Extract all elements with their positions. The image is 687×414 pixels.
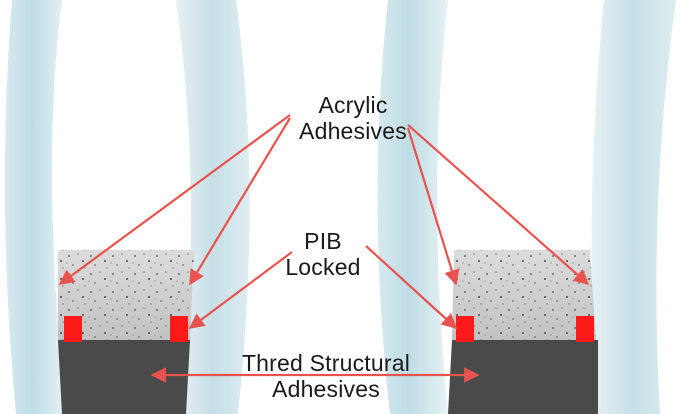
structural-label-line1: Thred Structural	[241, 350, 411, 376]
acrylic-adhesive-arrow	[189, 117, 291, 286]
glass-pane-4	[591, 0, 676, 414]
annotation-arrows	[58, 114, 590, 383]
left-edge-seal	[58, 250, 194, 414]
acrylic-adhesive-arrow	[407, 124, 590, 286]
acrylic-label-line1: Acrylic	[318, 92, 388, 118]
acrylic-label-line2: Adhesives	[299, 118, 407, 144]
structural-adhesives-label: Thred Structural Adhesives	[210, 350, 442, 402]
pib-arrow	[188, 251, 293, 329]
glass-pane-1	[4, 0, 66, 414]
pib-sealant-right	[170, 316, 188, 342]
glass-pane-3	[377, 0, 448, 414]
structural-label-line2: Adhesives	[272, 376, 380, 402]
pib-arrow	[365, 245, 458, 330]
acrylic-adhesives-label: Acrylic Adhesives	[278, 92, 428, 144]
pib-sealant-right	[576, 316, 594, 342]
structural-sealant	[448, 340, 598, 414]
spacer-speckle	[58, 250, 194, 340]
acrylic-adhesive-arrow	[406, 127, 460, 286]
glass-pane-2	[176, 0, 250, 414]
pib-label-line1: PIB	[304, 228, 342, 254]
pib-label-line2: Locked	[285, 254, 361, 280]
pib-sealant-left	[64, 316, 82, 342]
pib-locked-label: PIB Locked	[268, 228, 378, 280]
right-edge-seal	[448, 250, 598, 414]
pib-sealant-left	[456, 316, 474, 342]
spacer-speckle	[452, 250, 596, 340]
acrylic-adhesive-arrow	[58, 114, 291, 285]
structural-sealant	[58, 340, 190, 414]
